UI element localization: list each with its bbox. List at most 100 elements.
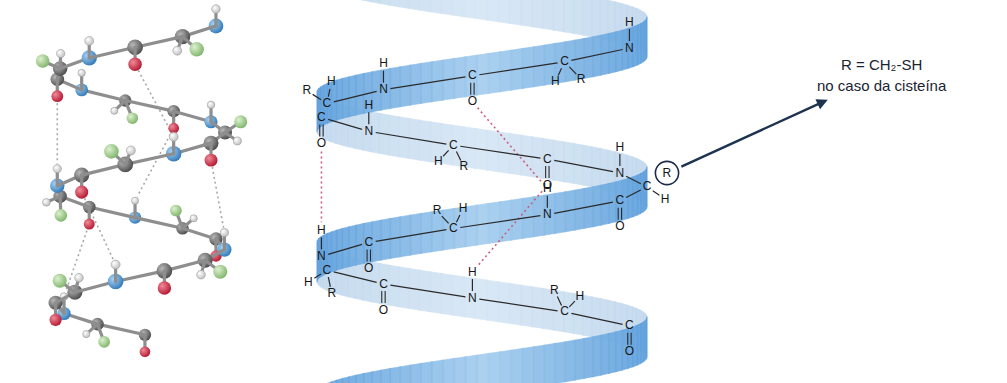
hydrogen-bond bbox=[321, 151, 323, 222]
single-bond bbox=[376, 230, 447, 242]
atom-ball bbox=[75, 273, 84, 282]
atom-label: C bbox=[643, 180, 652, 193]
atom-ball bbox=[127, 112, 139, 124]
single-bond bbox=[571, 313, 622, 324]
single-bond bbox=[460, 216, 540, 228]
atom-ball bbox=[140, 346, 151, 357]
single-bond bbox=[321, 237, 322, 249]
atom-ball bbox=[98, 336, 110, 348]
atom-label: N bbox=[317, 250, 326, 263]
double-bond bbox=[381, 291, 382, 303]
atom-ball bbox=[213, 265, 227, 279]
hydrogen-bond bbox=[66, 231, 87, 292]
atom-label: H bbox=[317, 224, 326, 237]
single-bond bbox=[328, 89, 330, 97]
atom-label: O bbox=[379, 304, 388, 317]
double-bond bbox=[548, 166, 549, 178]
single-bond bbox=[557, 296, 561, 305]
atom-label: H bbox=[575, 290, 584, 303]
hydrogen-bond bbox=[137, 134, 170, 196]
annotation-text: R = CH₂-SHno caso da cisteína bbox=[813, 52, 950, 98]
atom-ball bbox=[168, 123, 179, 134]
atom-ball bbox=[49, 314, 61, 326]
atom-label: O bbox=[468, 95, 477, 108]
double-bond bbox=[367, 249, 368, 261]
single-bond bbox=[328, 277, 330, 287]
atom-label: C bbox=[449, 222, 458, 235]
atom-ball bbox=[43, 198, 51, 206]
bond-stick bbox=[89, 207, 135, 218]
atom-label: H bbox=[543, 182, 552, 195]
double-bond bbox=[385, 291, 386, 303]
single-bond bbox=[653, 191, 660, 196]
single-bond bbox=[456, 152, 460, 161]
atom-label: H bbox=[364, 99, 373, 112]
atom-label: R bbox=[550, 284, 559, 297]
atom-label: H bbox=[551, 75, 560, 88]
atom-label: H bbox=[625, 16, 634, 29]
atom-label: C bbox=[468, 69, 477, 82]
atom-ball bbox=[104, 144, 119, 159]
atom-ball bbox=[190, 215, 197, 222]
atom-ball bbox=[128, 58, 142, 72]
atom-label: R bbox=[433, 204, 442, 217]
ball-and-stick-model bbox=[36, 5, 247, 357]
leader-arrow bbox=[681, 99, 827, 166]
atom-label: R bbox=[460, 160, 469, 173]
atom-ball bbox=[207, 101, 215, 109]
bond-stick bbox=[125, 101, 173, 112]
single-bond bbox=[569, 67, 576, 74]
helix-ribbon bbox=[317, 0, 647, 383]
annotation-line: R = CH₂-SH bbox=[817, 54, 946, 75]
single-bond bbox=[376, 132, 447, 144]
double-bond bbox=[370, 249, 371, 261]
hydrogen-bonds bbox=[321, 108, 542, 266]
hydrogen-bond bbox=[212, 167, 223, 228]
atom-label: H bbox=[304, 276, 313, 289]
atom-label: C bbox=[364, 236, 373, 249]
atom-label: C bbox=[379, 278, 388, 291]
atom-ball bbox=[197, 270, 206, 279]
double-bond bbox=[631, 333, 632, 345]
atom-ball bbox=[57, 49, 65, 57]
atom-label: C bbox=[560, 305, 569, 318]
single-bond bbox=[554, 202, 613, 213]
atom-ball bbox=[132, 197, 139, 204]
atom-label: O bbox=[625, 345, 634, 358]
atom-label: O bbox=[364, 262, 373, 275]
atom-ball bbox=[220, 229, 228, 237]
atom-label: H bbox=[468, 266, 477, 279]
atom-ball bbox=[55, 209, 68, 222]
single-bond bbox=[479, 63, 557, 75]
atom-label: C bbox=[323, 97, 332, 110]
double-bond bbox=[470, 83, 471, 95]
atom-label: O bbox=[317, 137, 326, 150]
atom-ball bbox=[53, 165, 61, 173]
atom-ball bbox=[51, 90, 63, 102]
arrow-head bbox=[815, 99, 827, 109]
atom-ball bbox=[111, 260, 120, 269]
atom-ball bbox=[173, 46, 182, 55]
atom-ball bbox=[36, 54, 50, 68]
single-bond bbox=[328, 119, 362, 129]
atom-label: C bbox=[543, 153, 552, 166]
bond-stick bbox=[98, 324, 145, 335]
hydrogen-bond bbox=[478, 108, 542, 183]
hydrogen-bond bbox=[56, 103, 58, 163]
atom-label: R bbox=[302, 84, 311, 97]
atom-label: N bbox=[616, 167, 625, 180]
single-bond bbox=[442, 216, 449, 223]
atom-label: H bbox=[327, 75, 336, 88]
atom-label: C bbox=[317, 111, 326, 124]
atom-label: H bbox=[459, 202, 468, 215]
annotation-line: no caso da cisteína bbox=[817, 75, 946, 96]
atom-label: N bbox=[468, 292, 477, 305]
ribbon-segment bbox=[327, 382, 332, 383]
atom-label: R bbox=[577, 73, 586, 86]
side-chain-symbol: R bbox=[654, 160, 680, 186]
atom-ball bbox=[53, 274, 67, 288]
atom-label: N bbox=[543, 208, 552, 221]
atom-ball bbox=[205, 154, 218, 167]
atom-ball bbox=[233, 137, 241, 145]
